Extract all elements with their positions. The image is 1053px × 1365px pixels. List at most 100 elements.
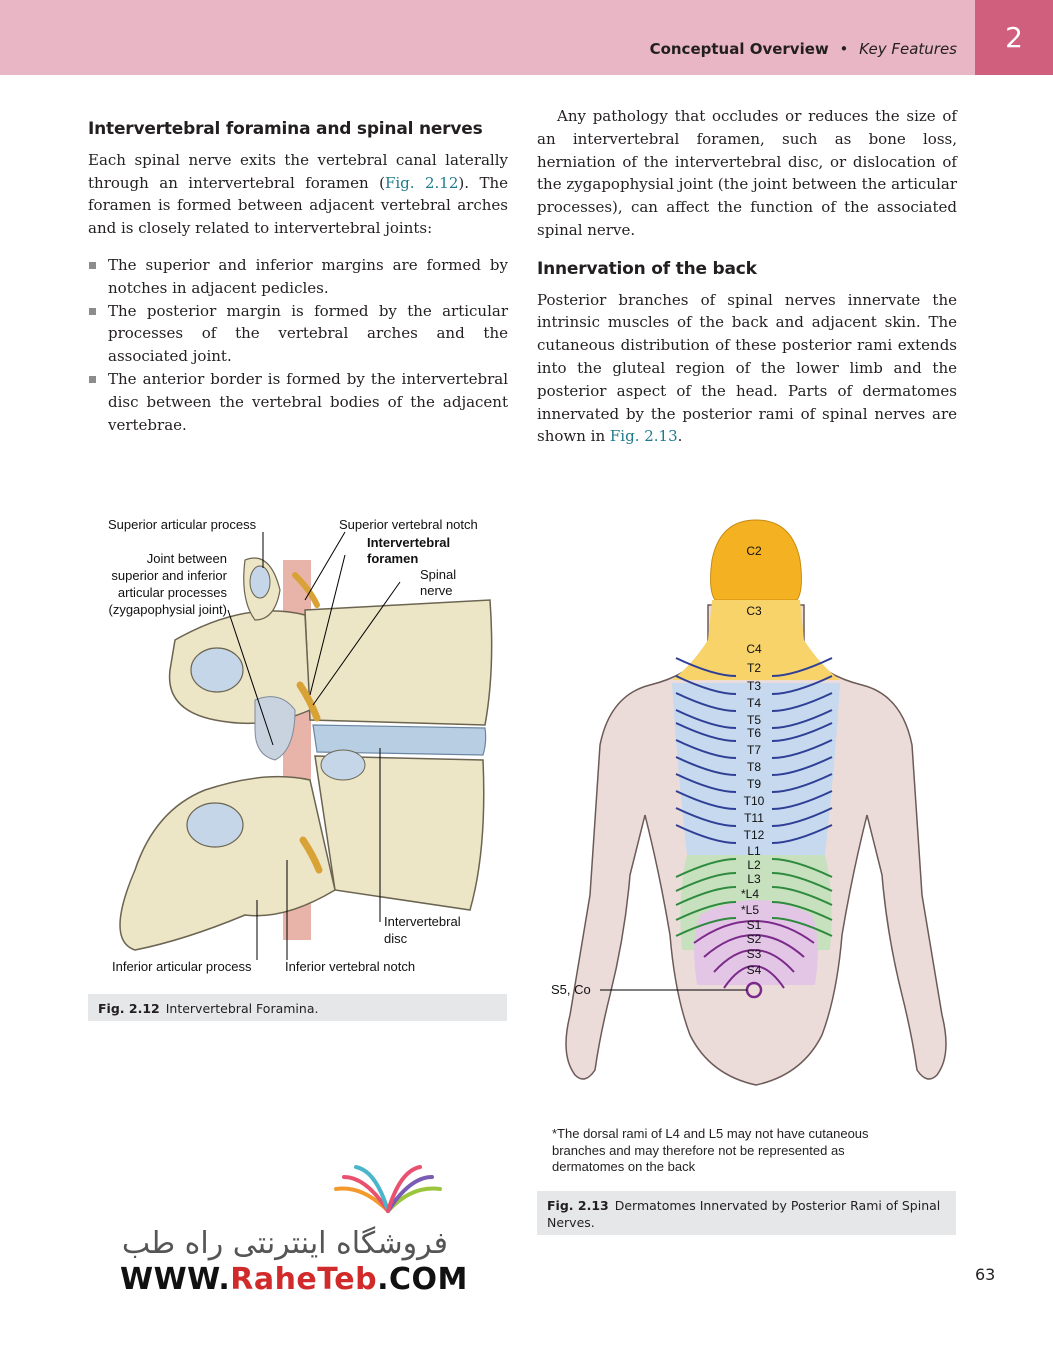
label-superior-articular-process: Superior articular process — [108, 517, 257, 532]
list-item: The anterior border is formed by the int… — [88, 368, 508, 436]
leader-lines — [227, 531, 401, 960]
dermatome-label-l4: *L4 — [741, 887, 759, 901]
dermatome-label-t10: T10 — [744, 794, 765, 808]
caption-text: Dermatomes Innervated by Posterior Rami … — [547, 1198, 941, 1230]
label-inferior-articular-process: Inferior articular process — [112, 959, 252, 974]
label-joint-line4: (zygapophysial joint) — [108, 602, 227, 617]
upper-vertebral-body — [304, 599, 493, 726]
dermatome-boundary-lines — [675, 657, 833, 989]
label-superior-vertebral-notch: Superior vertebral notch — [339, 517, 478, 532]
dermatome-label-t12: T12 — [744, 828, 765, 842]
superior-facet — [249, 565, 271, 599]
list-item: The superior and inferior margins are fo… — [88, 254, 508, 300]
dermatome-boundary-t11 — [675, 807, 833, 827]
dermatome-label-l3: L3 — [747, 872, 761, 886]
dermatome-label-t8: T8 — [747, 760, 761, 774]
dermatome-label-t2: T2 — [747, 661, 761, 675]
caption-text: Intervertebral Foramina. — [165, 1001, 319, 1016]
label-s5-co: S5, Co — [551, 982, 591, 997]
watermark-url-prefix: WWW. — [120, 1262, 231, 1297]
mid-facet — [320, 749, 366, 781]
label-intervertebral-disc-line2: disc — [384, 931, 408, 946]
dermatome-boundary-t5 — [675, 709, 833, 729]
paragraph-foramina: Each spinal nerve exits the vertebral ca… — [88, 149, 508, 240]
dermatome-boundary-t10 — [675, 790, 833, 810]
left-column: Intervertebral foramina and spinal nerve… — [88, 118, 508, 436]
dermatome-illustration: C2C3C4T2T3T4T5T6T7T8T9T10T11T12L1L2L3*L4… — [565, 519, 947, 1086]
dermatome-boundary-s1 — [693, 920, 815, 944]
paragraph-innervation: Posterior branches of spinal nerves inne… — [537, 289, 957, 449]
dermatome-footnote: *The dorsal rami of L4 and L5 may not ha… — [552, 1126, 869, 1174]
label-joint-line3: articular processes — [117, 585, 227, 600]
bullet-list: The superior and inferior margins are fo… — [88, 254, 508, 436]
dermatome-label-s4: S4 — [747, 963, 762, 977]
section-heading-innervation: Innervation of the back — [537, 258, 757, 279]
section-heading-foramina: Intervertebral foramina and spinal nerve… — [88, 119, 483, 139]
watermark-url-suffix: .COM — [377, 1262, 468, 1297]
chapter-number: 2 — [975, 0, 1053, 75]
vertebrae-illustration — [119, 531, 493, 960]
lower-articular-facet — [186, 802, 244, 848]
dermatome-label-c3: C3 — [746, 604, 762, 618]
dermatome-label-t4: T4 — [747, 696, 761, 710]
dermatome-label-s3: S3 — [747, 947, 762, 961]
label-intervertebral-foramen-line1: Intervertebral — [367, 535, 451, 550]
dermatome-boundary-t7 — [675, 739, 833, 759]
figure-caption-2-12: Fig. 2.12 Intervertebral Foramina. — [88, 994, 507, 1021]
dermatome-label-t11: T11 — [744, 811, 764, 825]
label-joint-line2: superior and inferior — [111, 568, 227, 583]
label-spinal-nerve-line1: Spinal — [420, 567, 457, 582]
intervertebral-disc-shape — [312, 724, 487, 756]
dermatome-boundary-t2 — [675, 657, 833, 677]
label-intervertebral-disc-line1: Intervertebral — [384, 914, 461, 929]
upper-articular-facet — [190, 647, 244, 693]
running-head: Conceptual Overview • Key Features — [650, 40, 957, 58]
label-inferior-vertebral-notch: Inferior vertebral notch — [285, 959, 416, 974]
caption-figure-number: Fig. 2.12 — [98, 1001, 160, 1016]
dermatome-boundary-s4 — [723, 965, 785, 989]
header-band — [0, 0, 975, 75]
dermatome-boundary-t8 — [675, 756, 833, 776]
dermatome-label-t3: T3 — [747, 679, 761, 693]
dermatome-boundary-s3 — [713, 949, 795, 973]
thoracic-zone — [672, 683, 840, 855]
book-logo-icon — [334, 1165, 442, 1213]
dermatome-boundary-l3 — [675, 886, 833, 906]
paragraph-text: ). The foramen is formed between adjacen… — [88, 173, 508, 238]
head-c2-zone — [710, 519, 802, 601]
c4-zone — [672, 640, 840, 680]
fig-2-13-link[interactable]: Fig. 2.13 — [609, 427, 678, 446]
watermark-url-brand: RaheTeb — [230, 1262, 378, 1297]
paragraph-text: Each spinal nerve exits the vertebral ca… — [88, 150, 508, 192]
dermatome-boundary-t6 — [675, 722, 833, 742]
spinal-nerve-middle — [296, 681, 321, 722]
list-item: The posterior margin is formed by the ar… — [88, 300, 508, 368]
watermark-persian-text: فروشگاه اینترنتی راه طب — [121, 1226, 448, 1261]
dermatome-label-l5: *L5 — [741, 903, 759, 917]
zygapophysial-joint-shape — [254, 696, 296, 761]
dermatome-boundary-l2 — [675, 872, 833, 892]
dermatome-label-c2: C2 — [746, 544, 762, 558]
dermatome-label-l1: L1 — [747, 844, 761, 858]
paragraph-pathology: Any pathology that occludes or reduces t… — [537, 107, 957, 239]
dermatome-boundary-t4 — [675, 692, 833, 712]
dermatome-label-l2: L2 — [747, 858, 761, 872]
right-column: Any pathology that occludes or reduces t… — [537, 105, 957, 448]
page-number: 63 — [975, 1265, 996, 1284]
dermatome-boundary-l5 — [675, 917, 833, 937]
watermark-url: WWW.RaheTeb.COM — [120, 1262, 468, 1297]
dermatome-label-t6: T6 — [747, 726, 761, 740]
dermatome-boundary-t3 — [675, 675, 833, 695]
label-spinal-nerve-line2: nerve — [420, 583, 453, 598]
paragraph-text: . — [677, 427, 683, 446]
dermatome-label-t5: T5 — [747, 713, 761, 727]
spinal-nerve-lower — [299, 836, 323, 874]
spinal-nerve-upper — [292, 572, 320, 608]
paragraph-text: Posterior branches of spinal nerves inne… — [537, 290, 957, 446]
dermatome-label-t9: T9 — [747, 777, 761, 791]
label-intervertebral-foramen-line2: foramen — [367, 551, 419, 566]
dermatome-label-s2: S2 — [747, 932, 762, 946]
fig-2-12-link[interactable]: Fig. 2.12 — [384, 173, 459, 192]
dermatome-label-t7: T7 — [747, 743, 761, 757]
